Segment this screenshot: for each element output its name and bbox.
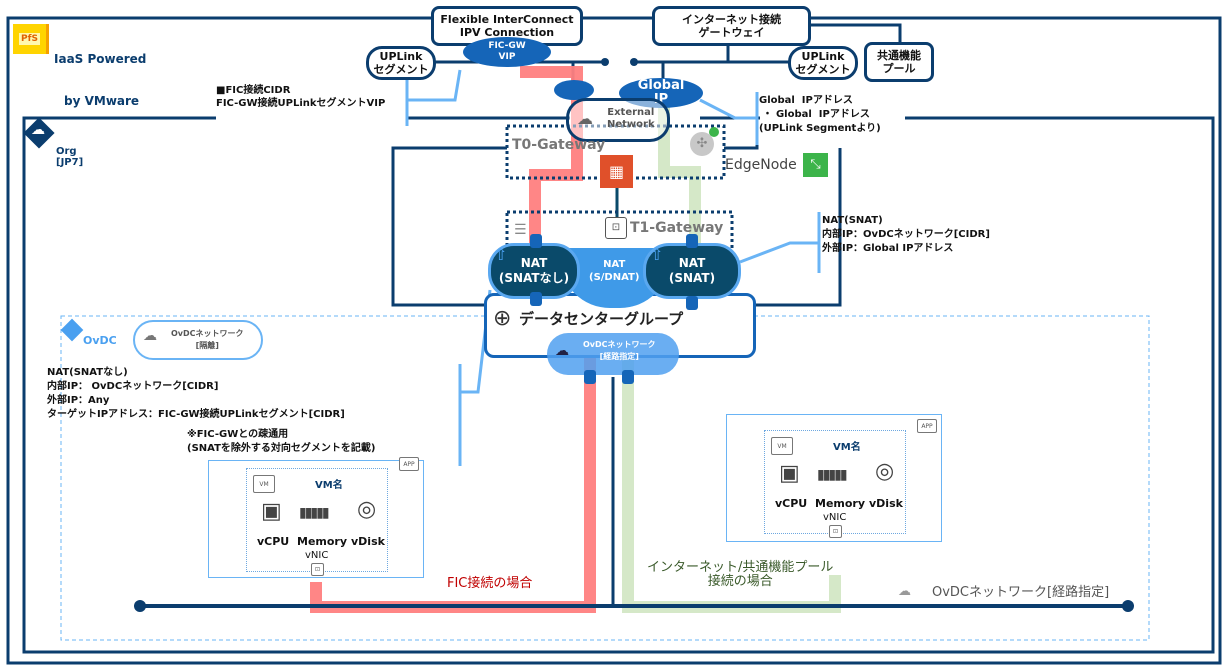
memory-icon: ▮▮▮▮▮	[299, 505, 329, 521]
fic-cidr-note: ■FIC接続CIDR FIC-GW接続UPLinkセグメントVIP	[216, 85, 386, 109]
firewall-icon: ▦	[600, 155, 633, 188]
routed-network-bottom-label: OvDCネットワーク[経路指定]	[932, 585, 1110, 600]
memory-icon: ▮▮▮▮▮	[817, 467, 847, 483]
fic-gw-vip[interactable]: FIC-GW VIP	[463, 37, 551, 67]
internet-gateway-box[interactable]: インターネット接続 ゲートウェイ	[652, 6, 811, 46]
brand-title: IaaS Powered by VMware	[54, 24, 146, 122]
memory-label: Memory	[815, 497, 866, 510]
common-pool-box[interactable]: 共通機能 プール	[864, 42, 934, 82]
nat-left-arrow-icon: ⇧	[494, 245, 508, 264]
vnic-icon: ⊡	[829, 525, 842, 538]
disk-icon: ◎	[875, 459, 895, 484]
isolated-network-icon: ☁	[143, 328, 157, 344]
edge-node-icon: ⤡	[803, 153, 828, 177]
vnic-label: vNIC	[823, 512, 847, 523]
external-network[interactable]: ☁ External Network	[566, 98, 670, 142]
vnic-icon: ⊡	[311, 563, 324, 576]
port-nat-right-bottom	[686, 296, 698, 310]
internet-path-label: インターネット/共通機能プール 接続の場合	[647, 560, 834, 589]
app-badge: APP	[399, 457, 419, 471]
pfs-logo-text: PfS	[19, 33, 40, 45]
ovdc-routed-network-label: OvDCネットワーク [経路指定]	[583, 340, 656, 361]
ovdc-label: OvDC	[83, 334, 117, 347]
port-routed-left	[584, 370, 596, 384]
org-label: Org [JP7]	[56, 146, 84, 168]
edge-node-label: EdgeNode	[725, 157, 797, 173]
brand-title-line1: IaaS Powered	[54, 52, 147, 66]
nat-no-snat-note: NAT(SNATなし) 内部IP： OvDCネットワーク[CIDR] 外部IP：…	[47, 367, 345, 420]
vdisk-label: vDisk	[869, 497, 903, 510]
network-icon: ☁	[555, 343, 569, 359]
t1-port-icon: ⊡	[605, 217, 627, 239]
vm-card-2[interactable]: VM VM名 ▣ ▮▮▮▮▮ ◎ vCPU Memory vDisk vNIC …	[764, 430, 906, 538]
port-nat-right-top	[686, 234, 698, 248]
ovdc-routed-network[interactable]: ☁ OvDCネットワーク [経路指定]	[547, 333, 679, 375]
vm-badge: VM	[771, 437, 793, 455]
vcpu-label: vCPU	[257, 535, 290, 548]
t1-gateway-label: T1-Gateway	[630, 220, 724, 236]
vm-badge: VM	[253, 475, 275, 493]
ovdc-frame	[60, 315, 1150, 641]
fic-path-label: FIC接続の場合	[447, 576, 533, 591]
vcpu-label: vCPU	[775, 497, 808, 510]
brand-title-line2: by VMware	[64, 94, 140, 108]
port-nat-left-top	[530, 234, 542, 248]
uplink-segment-left[interactable]: UPLink セグメント	[366, 46, 436, 80]
org-frame	[22, 116, 1215, 654]
disk-icon: ◎	[357, 497, 377, 522]
external-network-icon: ☁	[577, 109, 593, 128]
nat-middle-label: NAT (S/DNAT)	[589, 259, 640, 283]
memory-label: Memory	[297, 535, 348, 548]
cpu-icon: ▣	[261, 499, 282, 524]
nat-right-arrow-icon: ⇧	[650, 245, 664, 264]
pfs-logo: PfS	[13, 24, 49, 54]
ovdc-isolated-network[interactable]: ☁ OvDCネットワーク [隔離]	[133, 320, 263, 360]
datacenter-group-icon: ⊕	[493, 306, 512, 331]
vm-name: VM名	[833, 442, 861, 453]
cloud-icon: ☁	[31, 122, 45, 138]
load-balancer-icon: ☰	[514, 222, 527, 238]
t0-gateway-label: T0-Gateway	[512, 137, 606, 153]
routed-network-bottom-icon: ☁	[898, 584, 911, 599]
t1-gateway-frame	[505, 210, 734, 264]
vapp-card-1[interactable]: APP VM VM名 ▣ ▮▮▮▮▮ ◎ vCPU Memory vDisk v…	[208, 457, 424, 578]
vm-card-1[interactable]: VM VM名 ▣ ▮▮▮▮▮ ◎ vCPU Memory vDisk vNIC …	[246, 468, 388, 576]
router-status-badge	[709, 127, 719, 137]
port-routed-right	[622, 370, 634, 384]
vapp-card-2[interactable]: APP VM VM名 ▣ ▮▮▮▮▮ ◎ vCPU Memory vDisk v…	[726, 414, 942, 542]
port-nat-left-bottom	[530, 292, 542, 306]
uplink-segment-right[interactable]: UPLink セグメント	[788, 46, 858, 80]
vip-ellipse	[554, 80, 594, 100]
cpu-icon: ▣	[779, 461, 800, 486]
vdisk-label: vDisk	[351, 535, 385, 548]
nat-left[interactable]: NAT (SNATなし)	[488, 243, 580, 299]
nat-snat-note: NAT(SNAT) 内部IP：OvDCネットワーク[CIDR] 外部IP：Glo…	[822, 215, 990, 254]
global-ip-note: Global IPアドレス ・ Global IPアドレス (UPLink Se…	[759, 95, 881, 134]
app-badge: APP	[917, 419, 937, 433]
nat-no-snat-subnote: ※FIC-GWとの疎通用 (SNATを除外する対向セグメントを記載)	[187, 429, 376, 454]
vm-name: VM名	[315, 480, 343, 491]
vnic-label: vNIC	[305, 550, 329, 561]
datacenter-group-label: データセンターグループ	[519, 310, 684, 328]
ovdc-isolated-network-label: OvDCネットワーク [隔離]	[171, 329, 244, 350]
external-network-label: External Network	[607, 107, 655, 130]
